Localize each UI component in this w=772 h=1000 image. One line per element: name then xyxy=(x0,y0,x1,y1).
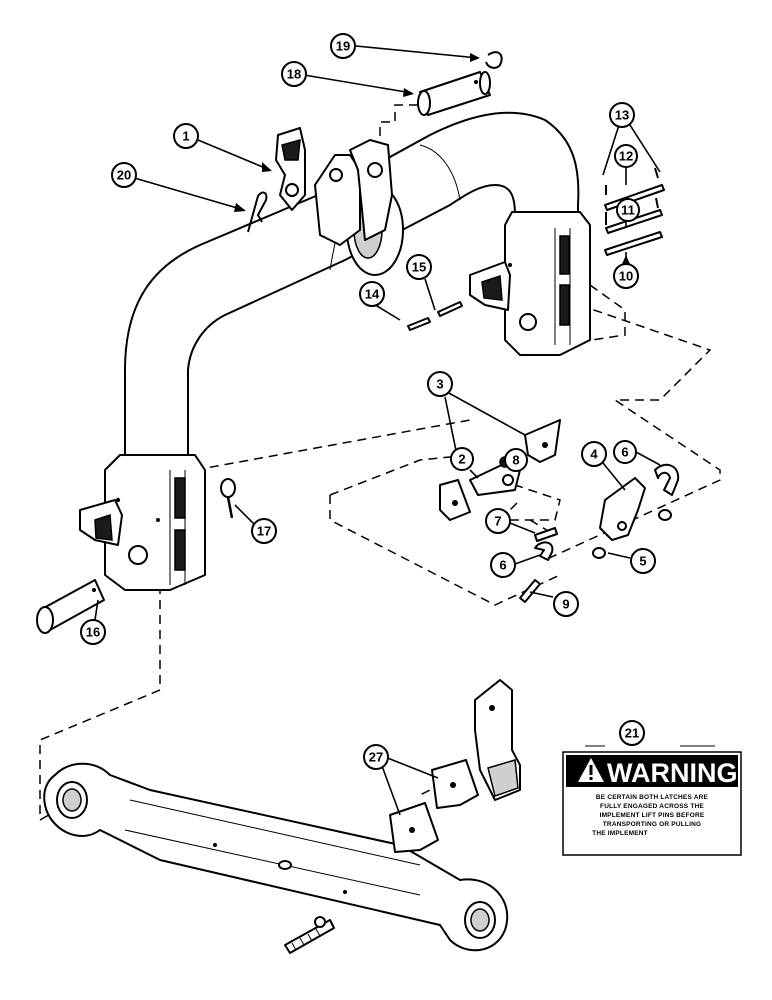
linch-pin-part-17 xyxy=(220,478,236,519)
svg-text:21: 21 xyxy=(625,726,639,741)
svg-text:27: 27 xyxy=(369,750,383,765)
lower-link-bar xyxy=(43,762,509,954)
hair-pin-clip-part-20 xyxy=(247,191,268,233)
warning-line-5: THE IMPLEMENT xyxy=(592,830,648,837)
callout-15: 15 xyxy=(406,254,432,280)
callout-1: 1 xyxy=(173,123,199,149)
warning-title: WARNING xyxy=(607,758,738,788)
left-hook-housing xyxy=(79,454,206,591)
leader-lines xyxy=(94,45,661,816)
callout-4: 4 xyxy=(581,441,607,467)
svg-text:5: 5 xyxy=(639,554,646,569)
latch-hardware xyxy=(439,419,680,603)
svg-text:9: 9 xyxy=(562,597,569,612)
callout-6-upper: 6 xyxy=(613,440,637,464)
callout-17: 17 xyxy=(251,518,277,544)
svg-text:1: 1 xyxy=(182,129,189,144)
svg-text:11: 11 xyxy=(621,203,635,218)
svg-text:16: 16 xyxy=(86,625,100,640)
callout-21: 21 xyxy=(619,720,645,746)
callout-16: 16 xyxy=(80,619,106,645)
svg-text:8: 8 xyxy=(512,453,519,468)
roll-pins-parts-14-15 xyxy=(407,301,463,331)
lower-pin-part-16 xyxy=(36,579,105,634)
callout-9: 9 xyxy=(553,591,579,617)
callout-7: 7 xyxy=(485,508,511,534)
svg-text:10: 10 xyxy=(619,269,633,284)
top-link-bracket xyxy=(314,139,393,246)
callout-8: 8 xyxy=(504,448,528,472)
callout-27: 27 xyxy=(363,744,389,770)
callout-12: 12 xyxy=(614,144,638,168)
svg-text:13: 13 xyxy=(615,108,629,123)
callout-11: 11 xyxy=(616,198,640,222)
svg-text:3: 3 xyxy=(436,377,443,392)
callout-13: 13 xyxy=(609,102,635,128)
snap-ring-part-19 xyxy=(485,51,503,69)
svg-text:12: 12 xyxy=(619,149,633,164)
svg-text:6: 6 xyxy=(621,445,628,460)
svg-text:18: 18 xyxy=(287,67,301,82)
callout-6-lower: 6 xyxy=(490,552,516,578)
svg-text:6: 6 xyxy=(499,558,506,573)
right-hook-housing xyxy=(469,211,591,356)
callout-18: 18 xyxy=(281,61,307,87)
latch-handle-part-1 xyxy=(275,127,306,211)
wear-plates-part-27 xyxy=(389,679,521,853)
svg-text:19: 19 xyxy=(336,39,350,54)
warning-decal: WARNING BE CERTAIN BOTH LATCHES ARE FULL… xyxy=(562,745,742,856)
callout-14: 14 xyxy=(359,281,385,307)
warning-line-1: BE CERTAIN BOTH LATCHES ARE xyxy=(596,794,709,801)
warning-line-2: FULLY ENGAGED ACROSS THE xyxy=(600,803,704,810)
warning-line-3: IMPLEMENT LIFT PINS BEFORE xyxy=(600,812,705,819)
warning-triangle-icon xyxy=(578,758,604,782)
svg-text:4: 4 xyxy=(590,447,598,462)
svg-text:20: 20 xyxy=(117,168,131,183)
callout-5: 5 xyxy=(630,548,656,574)
warning-line-4: TRANSPORTING OR PULLING xyxy=(603,821,702,828)
svg-text:17: 17 xyxy=(257,524,271,539)
callout-20: 20 xyxy=(111,162,137,188)
svg-text:7: 7 xyxy=(494,514,501,529)
callout-10: 10 xyxy=(613,263,639,289)
svg-text:14: 14 xyxy=(365,287,380,302)
callout-3: 3 xyxy=(427,371,453,397)
callout-19: 19 xyxy=(330,33,356,59)
svg-text:15: 15 xyxy=(412,260,426,275)
svg-text:2: 2 xyxy=(458,452,465,467)
callout-2: 2 xyxy=(450,447,474,471)
pin-part-18 xyxy=(417,71,491,116)
